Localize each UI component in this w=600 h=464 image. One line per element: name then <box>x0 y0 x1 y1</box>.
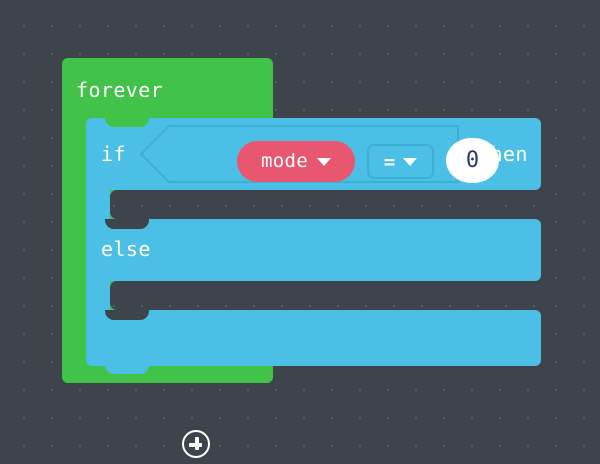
operator-label: = <box>383 150 396 173</box>
variable-mode-dropdown[interactable]: mode <box>237 141 355 182</box>
plus-icon[interactable] <box>182 430 210 458</box>
number-input-field[interactable]: 0 <box>446 138 499 183</box>
variable-mode-label: mode <box>261 150 308 172</box>
if-block-bottom-bar[interactable] <box>86 310 541 366</box>
plus-icon-horizontal-bar <box>189 442 202 447</box>
operator-dropdown[interactable]: = <box>367 144 434 179</box>
block-forever-label: forever <box>76 78 164 102</box>
block-if-else[interactable]: if then else mode = 0 <box>86 117 541 458</box>
chevron-down-icon <box>316 157 331 166</box>
else-keyword-label: else <box>101 237 151 261</box>
else-bar[interactable] <box>86 219 541 281</box>
top-notch-cutout-inner <box>111 117 143 126</box>
statement-slot-if-branch[interactable] <box>110 190 541 219</box>
boolean-condition-hexagon[interactable]: mode = 0 <box>140 125 499 183</box>
chevron-down-icon <box>403 157 418 166</box>
if-keyword-label: if <box>101 142 126 166</box>
number-input-value: 0 <box>465 147 480 173</box>
statement-slot-if-branch-nub <box>105 219 149 229</box>
statement-slot-else-branch-nub <box>105 310 149 320</box>
statement-slot-else-branch[interactable] <box>110 281 541 310</box>
bottom-notch-bump <box>105 365 149 374</box>
